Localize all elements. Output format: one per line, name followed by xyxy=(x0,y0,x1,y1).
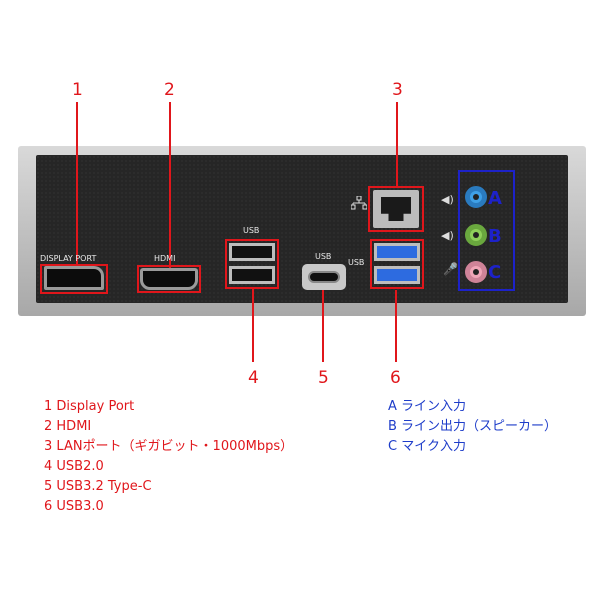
legend-item-b: B ライン出力（スピーカー） xyxy=(388,419,558,434)
legend-right: A ライン入力 B ライン出力（スピーカー） C マイク入力 xyxy=(388,397,557,457)
usb2-port-upper xyxy=(229,243,275,261)
highlight-audio xyxy=(458,170,515,291)
usb3-label: USB xyxy=(348,258,365,267)
display-port-connector xyxy=(44,266,104,290)
callout-number-2: 2 xyxy=(164,80,175,100)
callout-number-5: 5 xyxy=(318,368,329,388)
line-in-icon: ◀) xyxy=(441,193,454,206)
highlight-usb2 xyxy=(225,239,279,289)
callout-line-6 xyxy=(395,290,397,362)
callout-line-3 xyxy=(396,102,398,186)
legend-item-1: 1 Display Port xyxy=(44,399,135,414)
callout-letter-a: A xyxy=(488,188,502,209)
callout-number-6: 6 xyxy=(390,368,401,388)
jack-line-in-blue xyxy=(465,186,487,208)
callout-number-4: 4 xyxy=(248,368,259,388)
usb3-port-lower xyxy=(374,266,420,284)
callout-letter-c: C xyxy=(488,262,502,283)
highlight-lan xyxy=(368,186,424,232)
callout-number-3: 3 xyxy=(392,80,403,100)
highlight-display-port xyxy=(40,264,108,294)
usb2-port-lower xyxy=(229,266,275,284)
line-out-icon: ◀) xyxy=(441,229,454,242)
hdmi-connector xyxy=(140,268,198,290)
callout-line-4 xyxy=(252,289,254,362)
legend-item-a: A ライン入力 xyxy=(388,399,467,414)
highlight-hdmi xyxy=(137,265,201,293)
legend-item-4: 4 USB2.0 xyxy=(44,459,104,474)
jack-line-out-green xyxy=(465,224,487,246)
usb-c-connector xyxy=(308,271,340,283)
microphone-icon: 🎤 xyxy=(443,262,458,276)
highlight-usb3 xyxy=(370,239,424,289)
lan-network-icon xyxy=(350,195,368,210)
legend-left: 1 Display Port 2 HDMI 3 LANポート（ギガビット・100… xyxy=(44,397,293,517)
jack-mic-pink xyxy=(465,261,487,283)
usb2-label: USB xyxy=(243,226,260,235)
display-port-label: DISPLAY PORT xyxy=(40,254,97,263)
legend-item-6: 6 USB3.0 xyxy=(44,499,104,514)
hdmi-label: HDMI xyxy=(154,254,176,263)
legend-item-c: C マイク入力 xyxy=(388,439,466,454)
callout-letter-b: B xyxy=(488,226,502,247)
legend-item-3: 3 LANポート（ギガビット・1000Mbps） xyxy=(44,439,294,454)
callout-number-1: 1 xyxy=(72,80,83,100)
legend-item-2: 2 HDMI xyxy=(44,419,92,434)
callout-line-2 xyxy=(169,102,171,274)
usb-c-label: USB xyxy=(315,252,332,261)
legend-item-5: 5 USB3.2 Type-C xyxy=(44,479,152,494)
callout-line-1 xyxy=(76,102,78,274)
usb3-port-upper xyxy=(374,243,420,261)
callout-line-5 xyxy=(322,290,324,362)
